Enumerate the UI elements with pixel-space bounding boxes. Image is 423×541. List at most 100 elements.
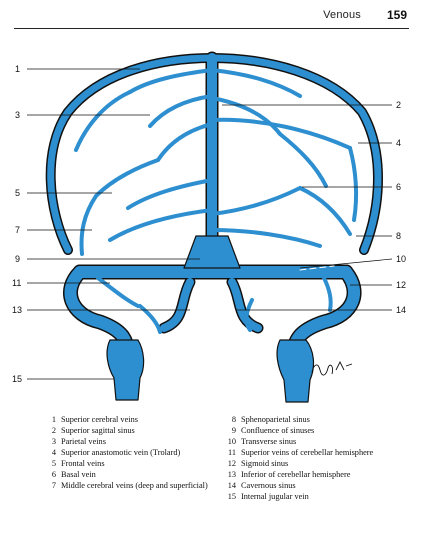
legend-item: 2 Superior sagittal sinus — [43, 425, 223, 436]
legend-item: 12 Sigmoid sinus — [223, 458, 413, 469]
legend-item: 5 Frontal veins — [43, 458, 223, 469]
callout-12: 12 — [396, 280, 406, 290]
leader-lines — [27, 68, 393, 380]
vein-network — [45, 51, 383, 403]
callout-15: 15 — [12, 374, 22, 384]
right-cavernous-sinus — [228, 278, 262, 332]
middle-cerebral-vein-r — [210, 228, 322, 248]
frontal-vein-l — [94, 158, 160, 198]
page-header: Venous 159 — [0, 0, 423, 30]
callout-5: 5 — [15, 188, 20, 198]
legend-label: Basal vein — [61, 470, 96, 479]
legend-item: 8 Sphenoparietal sinus — [223, 414, 413, 425]
callout-numbers: 1 2 3 4 5 6 7 8 9 10 11 12 13 14 15 — [12, 64, 406, 384]
basal-vein-r — [210, 186, 302, 216]
callout-7: 7 — [15, 225, 20, 235]
legend-number: 7 — [51, 481, 56, 490]
legend-item: 10 Transverse sinus — [223, 436, 413, 447]
callout-13: 13 — [12, 305, 22, 315]
legend-item: 15 Internal jugular vein — [223, 491, 413, 502]
legend-label: Inferior of cerebellar hemisphere — [241, 470, 351, 479]
legend-number: 6 — [51, 470, 56, 479]
cerebellar-veins — [96, 276, 333, 334]
superior-cerebral-vein-l3 — [156, 122, 214, 162]
callout-4: 4 — [396, 138, 401, 148]
legend-item: 6 Basal vein — [43, 469, 223, 480]
superior-cerebral-vein-r2 — [210, 96, 282, 136]
legend-item: 4 Superior anastomotic vein (Trolard) — [43, 447, 223, 458]
callout-2: 2 — [396, 100, 401, 110]
callout-11: 11 — [12, 278, 21, 288]
legend-label: Middle cerebral veins (deep and superfic… — [61, 481, 208, 490]
legend-number: 1 — [51, 415, 56, 424]
callout-14: 14 — [396, 305, 406, 315]
legend-item: 1 Superior cerebral veins — [43, 414, 223, 425]
legend-number: 2 — [51, 426, 56, 435]
legend-label: Superior veins of cerebellar hemisphere — [241, 448, 374, 457]
legend-number: 9 — [231, 426, 236, 435]
cerebral-vein-r3 — [278, 132, 328, 188]
tributary-veins — [74, 68, 359, 256]
legend-number: 3 — [51, 437, 56, 446]
legend-number: 15 — [227, 492, 236, 501]
callout-9: 9 — [15, 254, 20, 264]
legend-item: 11 Superior veins of cerebellar hemisphe… — [223, 447, 413, 458]
sphenoparietal-vein-r — [298, 186, 352, 236]
middle-cerebral-vein-l2 — [79, 194, 98, 256]
legend-label: Sphenoparietal sinus — [241, 415, 310, 424]
page-number: 159 — [386, 8, 407, 22]
frontal-vein-l2 — [126, 178, 214, 210]
parietal-vein-l — [74, 90, 132, 152]
confluence-of-sinuses — [183, 235, 241, 269]
legend-label: Superior cerebral veins — [61, 415, 138, 424]
header-rule — [14, 28, 409, 29]
leader-10 — [299, 258, 393, 269]
legend-number: 11 — [228, 448, 236, 457]
legend-number: 10 — [227, 437, 236, 446]
legend-number: 8 — [231, 415, 236, 424]
inferior-cerebellar-vein-l — [138, 304, 162, 334]
venous-diagram: 1 2 3 4 5 6 7 8 9 10 11 12 13 14 15 — [12, 51, 406, 403]
section-title: Venous — [323, 9, 361, 21]
left-internal-jugular-vein — [106, 339, 145, 401]
legend-label: Superior sagittal sinus — [61, 426, 135, 435]
legend-label: Internal jugular vein — [241, 492, 309, 501]
middle-cerebral-vein-l — [108, 208, 214, 242]
callout-6: 6 — [396, 182, 401, 192]
inferior-cerebellar-vein-r — [244, 298, 254, 332]
legend-number: 13 — [227, 470, 236, 479]
legend-label: Sigmoid sinus — [241, 459, 289, 468]
cerebral-vein-r4 — [348, 146, 359, 222]
superior-cerebellar-vein-l — [96, 276, 140, 308]
legend-label: Transverse sinus — [241, 437, 297, 446]
legend-number: 12 — [227, 459, 236, 468]
superior-cerebral-vein-l1 — [128, 68, 214, 94]
superior-cerebral-vein-r1 — [210, 68, 302, 98]
superior-cerebellar-vein-r — [322, 276, 333, 312]
vein-fills — [47, 53, 382, 398]
left-cavernous-sinus — [160, 278, 194, 332]
right-internal-jugular-vein — [276, 339, 315, 403]
legend-item: 13 Inferior of cerebellar hemisphere — [223, 469, 413, 480]
superior-anastomotic-vein — [210, 117, 352, 150]
legend-number: 4 — [51, 448, 56, 457]
legend-number: 5 — [51, 459, 56, 468]
artist-signature — [311, 360, 353, 376]
superior-cerebral-vein-l2 — [148, 94, 214, 128]
transverse-sinus-highlight — [299, 265, 335, 271]
legend-item: 9 Confluence of sinuses — [223, 425, 413, 436]
legend-label: Superior anastomotic vein (Trolard) — [61, 448, 181, 457]
legend-label: Cavernous sinus — [241, 481, 296, 490]
legend-label: Confluence of sinuses — [241, 426, 315, 435]
callout-10: 10 — [396, 254, 406, 264]
callout-3: 3 — [15, 110, 20, 120]
legend-number: 14 — [227, 481, 236, 490]
legend-left-column: 1 Superior cerebral veins 2 Superior sag… — [43, 414, 223, 491]
legend-label: Frontal veins — [61, 459, 105, 468]
legend-item: 3 Parietal veins — [43, 436, 223, 447]
legend-item: 7 Middle cerebral veins (deep and superf… — [43, 480, 223, 491]
legend-right-column: 8 Sphenoparietal sinus 9 Confluence of s… — [223, 414, 413, 502]
venous-anatomy-figure: 1 2 3 4 5 6 7 8 9 10 11 12 13 14 15 — [0, 30, 423, 405]
callout-1: 1 — [15, 64, 20, 74]
callout-8: 8 — [396, 231, 401, 241]
